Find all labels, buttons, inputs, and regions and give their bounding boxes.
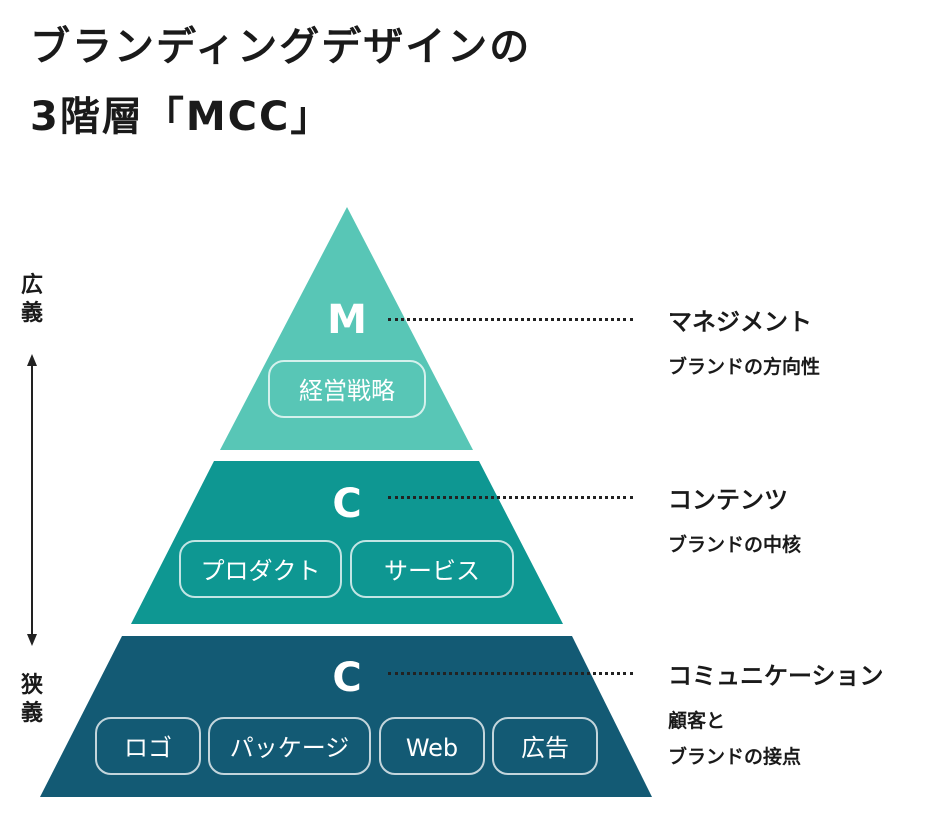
tier-c2-label: コミュニケーション <box>668 662 884 690</box>
tier-item: Web <box>379 717 485 775</box>
tier-c2-sub-1: 顧客と <box>668 710 726 732</box>
leader-line <box>388 672 633 675</box>
title-line-2: 3階層「MCC」 <box>30 94 333 140</box>
tier-c1-shape <box>131 461 563 624</box>
tier-item: 広告 <box>492 717 598 775</box>
arrow-down-icon <box>27 634 37 646</box>
tier-m-sub: ブランドの方向性 <box>668 356 821 378</box>
tier-c1-label: コンテンツ <box>668 486 788 514</box>
axis-bottom-label: 狭義 <box>20 673 43 726</box>
tier-item: 経営戦略 <box>268 360 426 418</box>
tier-m-label: マネジメント <box>668 308 812 336</box>
tier-c2-letter: C <box>332 655 362 701</box>
leader-line <box>388 318 633 321</box>
tier-item: プロダクト <box>179 540 342 598</box>
tier-c1-sub: ブランドの中核 <box>668 534 802 556</box>
arrow-up-icon <box>27 354 37 366</box>
tier-c2-sub-2: ブランドの接点 <box>668 746 802 768</box>
tier-m-shape <box>220 207 473 450</box>
tier-item: サービス <box>350 540 514 598</box>
tier-c1-letter: C <box>332 481 362 527</box>
leader-line <box>388 496 633 499</box>
tier-m-letter: M <box>327 297 367 343</box>
tier-c2-shape <box>40 636 652 797</box>
tier-item: ロゴ <box>95 717 201 775</box>
tier-item: パッケージ <box>208 717 371 775</box>
title-line-1: ブランディングデザインの <box>30 24 532 70</box>
axis-top-label: 広義 <box>20 273 43 326</box>
